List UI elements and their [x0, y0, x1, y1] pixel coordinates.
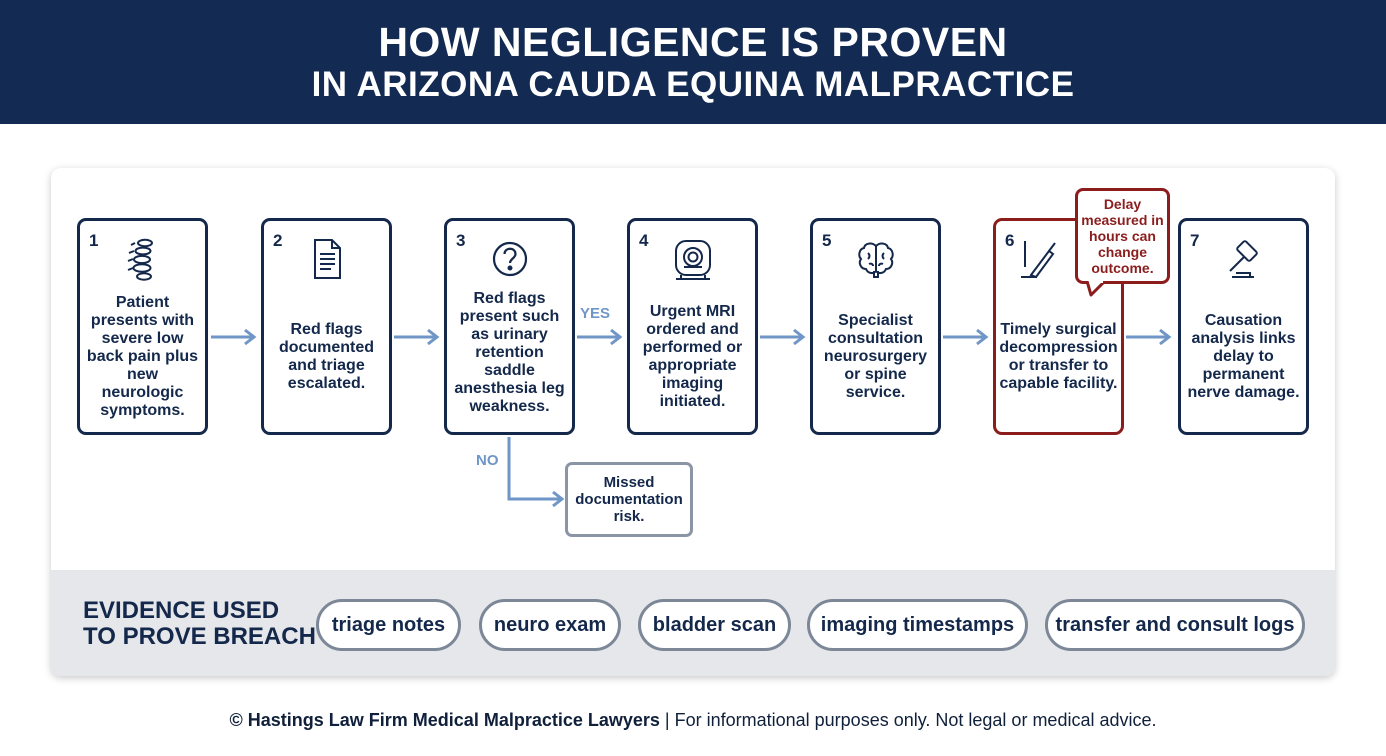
step-text: Causation analysis links delay to perman… [1187, 311, 1300, 401]
step-text: Red flags present such as urinary retent… [454, 289, 565, 415]
delay-callout: Delay measured in hours can change outco… [1075, 188, 1170, 284]
step-3-box: 3 Red flags present such as urinary rete… [444, 218, 575, 435]
step-number: 6 [1005, 231, 1015, 250]
arrow-3-to-missed [503, 435, 567, 515]
footer-firm: © Hastings Law Firm Medical Malpractice … [229, 710, 660, 730]
arrow-3-to-4 [575, 327, 625, 347]
question-icon [490, 237, 530, 281]
brain-icon [856, 237, 896, 281]
spine-icon [123, 237, 163, 281]
step-7-box: 7 Causation analysis links delay to perm… [1178, 218, 1309, 435]
step-text: Timely surgical decompression or transfe… [999, 320, 1118, 392]
callout-tail [1085, 279, 1111, 302]
step-text: Specialist consultation neurosurgery or … [823, 311, 928, 401]
step-5-box: 5 Specialist consultation neurosurgery o… [810, 218, 941, 435]
step-number: 7 [1190, 231, 1200, 250]
arrow-2-to-3 [392, 327, 442, 347]
flowchart-card: 1 Patient presents with severe low back … [51, 168, 1335, 676]
evidence-pill-bladder-scan: bladder scan [638, 599, 791, 651]
footer-disclaimer-text: | For informational purposes only. Not l… [659, 710, 1157, 730]
step-text: Red flags documented and triage escalate… [278, 320, 375, 392]
mri-scanner-icon [673, 237, 713, 281]
step-text: Urgent MRI ordered and performed or appr… [642, 302, 743, 410]
step-number: 5 [822, 231, 832, 250]
scalpel-icon [1019, 237, 1059, 281]
step-number: 1 [89, 231, 99, 250]
no-label: NO [476, 452, 499, 469]
header-banner: HOW NEGLIGENCE IS PROVEN IN ARIZONA CAUD… [0, 0, 1386, 124]
step-number: 2 [273, 231, 283, 250]
evidence-title-line2: TO PROVE BREACH [83, 623, 316, 650]
gavel-icon [1224, 237, 1264, 281]
evidence-pill-neuro-exam: neuro exam [479, 599, 621, 651]
document-icon [307, 237, 347, 281]
step-1-box: 1 Patient presents with severe low back … [77, 218, 208, 435]
evidence-pill-triage-notes: triage notes [316, 599, 461, 651]
arrow-6-to-7 [1124, 327, 1174, 347]
footer-disclaimer: © Hastings Law Firm Medical Malpractice … [0, 710, 1386, 731]
step-text: Patient presents with severe low back pa… [86, 293, 199, 419]
evidence-pill-transfer-consult-logs: transfer and consult logs [1045, 599, 1305, 651]
arrow-4-to-5 [758, 327, 808, 347]
yes-label: YES [580, 305, 611, 322]
missed-documentation-box: Missed documentation risk. [565, 462, 693, 537]
evidence-title: EVIDENCE USED TO PROVE BREACH [83, 598, 316, 650]
step-4-box: 4 Urgent MRI ordered and performed or ap… [627, 218, 758, 435]
page-subtitle: IN ARIZONA CAUDA EQUINA MALPRACTICE [311, 65, 1075, 104]
evidence-pill-imaging-timestamps: imaging timestamps [807, 599, 1028, 651]
arrow-5-to-6 [941, 327, 991, 347]
page-title: HOW NEGLIGENCE IS PROVEN [378, 19, 1008, 65]
evidence-section: EVIDENCE USED TO PROVE BREACH triage not… [51, 570, 1335, 676]
step-2-box: 2 Red flags documented and triage escala… [261, 218, 392, 435]
step-number: 3 [456, 231, 466, 250]
arrow-1-to-2 [209, 327, 259, 347]
step-6-box: 6 Timely surgical decompression or trans… [993, 218, 1124, 435]
evidence-title-line1: EVIDENCE USED [83, 597, 280, 624]
step-number: 4 [639, 231, 649, 250]
